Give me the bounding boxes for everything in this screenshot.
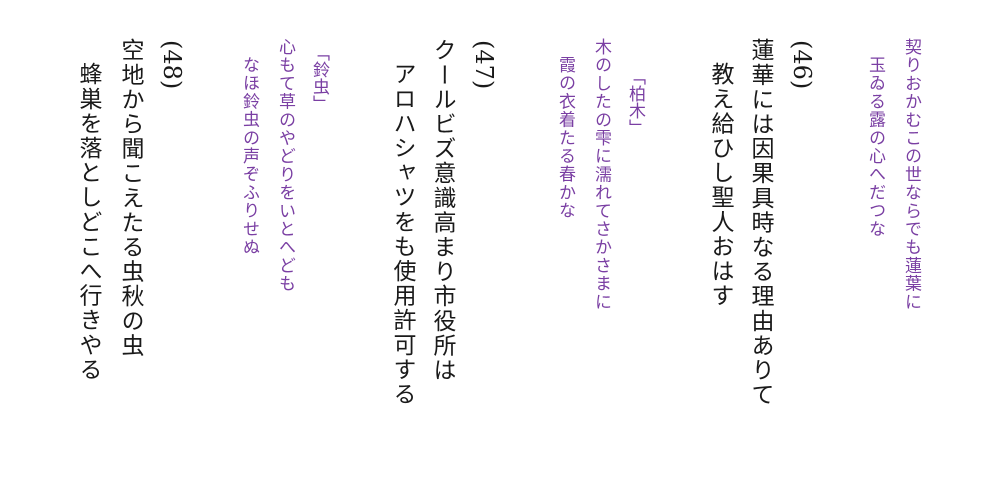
honka-suzumushi-line-1: 心もて草のやどりをいとへども <box>275 38 295 293</box>
poem-46-line-2: 教え給ひし聖人おはす <box>707 62 733 308</box>
poem-48-line-1: 空地から聞こえたる虫秋の虫 <box>117 38 143 358</box>
honka-kashiwagi-line-1: 木のしたの雫に濡れてさかさまに <box>591 38 611 311</box>
honka-kashiwagi-line-2: 霞の衣着たる春かな <box>555 56 575 220</box>
poem-number-46: (46) <box>788 40 816 90</box>
honka-title-kashiwagi: 「柏木」 <box>625 68 645 136</box>
poem-47-line-2: アロハシャツをも使用許可する <box>389 62 415 407</box>
honka-title-suzumushi: 「鈴虫」 <box>309 44 329 112</box>
poem-number-47: (47) <box>470 40 498 90</box>
poem-number-48: (48) <box>158 40 186 90</box>
poem-48-line-2: 蜂巣を落としどこへ行きやる <box>75 62 101 382</box>
honka-suzumushi-line-2: なほ鈴虫の声ぞふりせぬ <box>239 56 259 257</box>
honka-verse-line-1: 契りおかむこの世ならでも蓮葉に <box>901 38 921 311</box>
poem-47-line-1: クールビズ意識高まり市役所は <box>429 38 455 383</box>
honka-verse-line-2: 玉ゐる露の心へだつな <box>865 56 885 238</box>
poem-46-line-1: 蓮華には因果具時なる理由ありて <box>747 38 773 407</box>
